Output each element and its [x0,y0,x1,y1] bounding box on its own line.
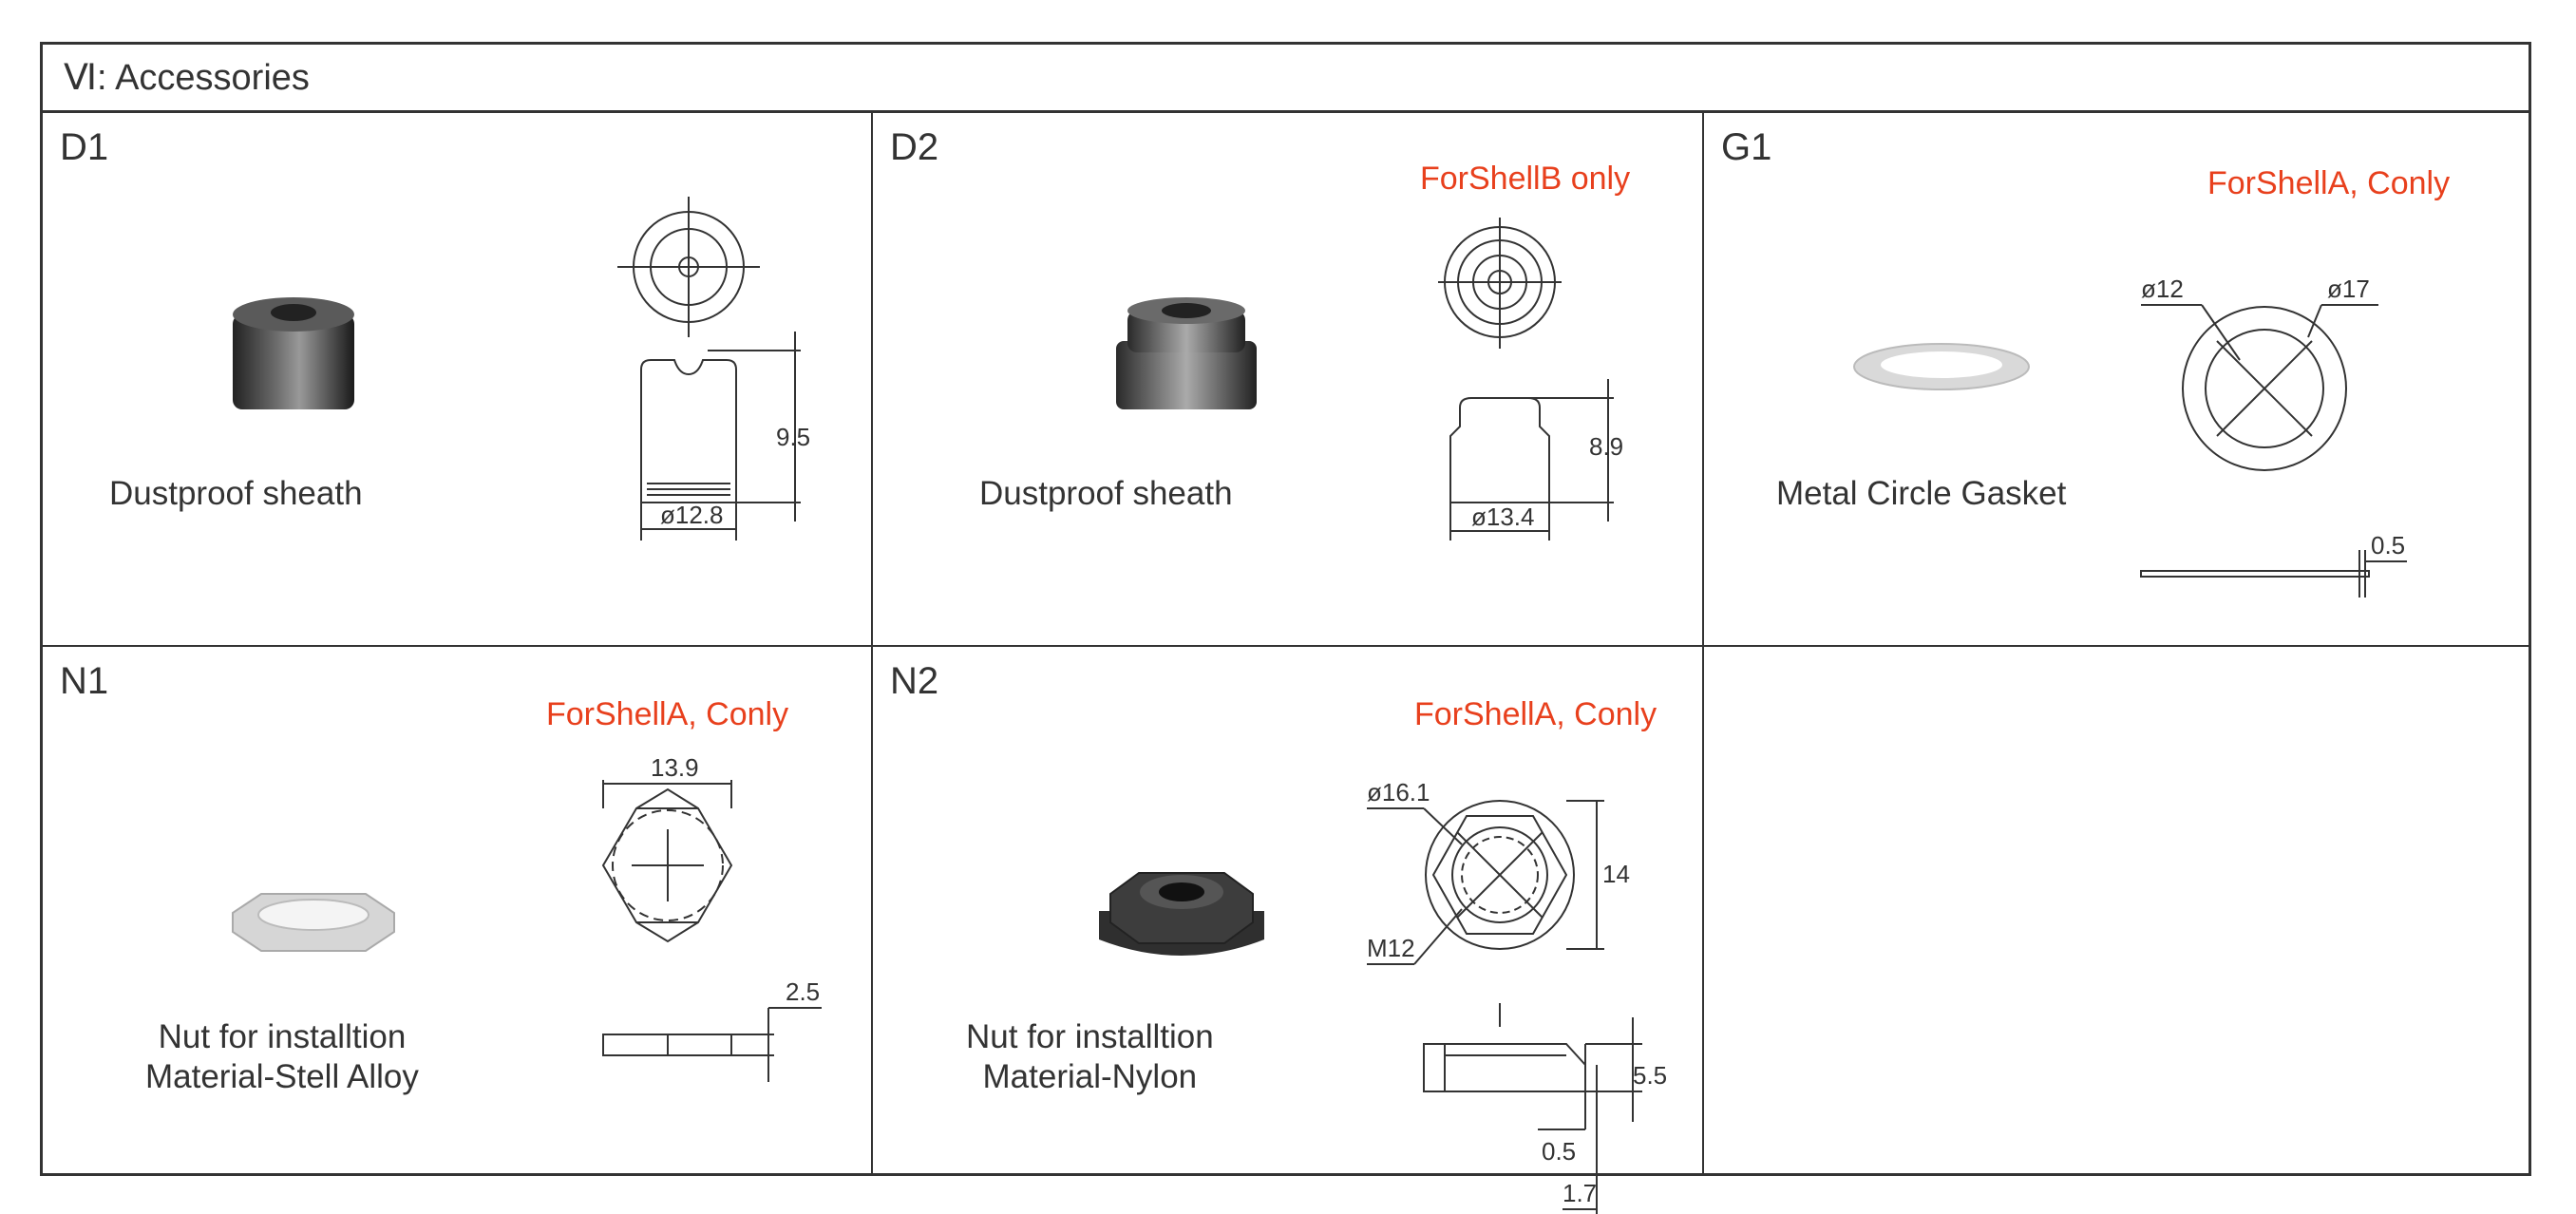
dimension-label: ø12.8 [660,501,724,529]
dimension-label: 0.5 [1542,1137,1576,1166]
item-d1: D1 Dustproof sheath [43,113,871,645]
compatibility-note: ForShellB only [1420,161,1631,197]
gasket-drawing: ø12 ø17 0.5 [2140,275,2407,598]
item-n2: N2 ForShellA, Conly Nut for installtion … [873,647,1702,1214]
empty-cell [1704,647,2534,1177]
dimension-label: 5.5 [1633,1061,1667,1090]
dimension-label: 0.5 [2371,531,2405,560]
accessories-table: Ⅵ: Accessories D1 Dustproof sheath [40,42,2531,1214]
item-name: Dustproof sheath [979,475,1233,512]
dimension-label: 14 [1602,860,1630,888]
item-code: D2 [890,126,939,168]
dust-sheath-photo [1116,297,1257,409]
column-divider [1702,113,1704,1173]
section-title: Ⅵ: Accessories [64,58,310,98]
table-header: Ⅵ: Accessories [43,45,2529,113]
dimension-label: ø12 [2141,275,2184,303]
dimension-label: 2.5 [786,977,820,1006]
nut-drawing: 13.9 2.5 [601,753,822,1082]
item-name: Nut for installtion Material-Stell Alloy [145,1018,419,1095]
item-d2: D2 ForShellB only Dustproof sheath [873,113,1702,645]
accessories-grid: D1 Dustproof sheath [43,113,2529,1214]
gasket-photo [1853,343,2030,390]
dust-sheath-drawing: 8.9 ø13.4 [1438,218,1623,541]
item-code: G1 [1721,126,1772,168]
dimension-label: ø13.4 [1471,503,1535,531]
dimension-label: ø16.1 [1367,778,1430,806]
dimension-label: 13.9 [651,753,699,782]
item-name: Nut for installtion Material-Nylon [966,1018,1214,1095]
row-divider [43,645,2529,647]
dimension-label: 9.5 [776,423,810,451]
compatibility-note: ForShellA, Conly [2207,165,2451,201]
item-code: D1 [60,126,109,168]
item-code: N1 [60,660,109,702]
dust-sheath-drawing: 9.5 ø12.8 [617,197,810,541]
item-name: Metal Circle Gasket [1776,475,2067,512]
nut-photo [232,893,395,952]
dimension-label: 1.7 [1563,1179,1597,1207]
dimension-label: ø17 [2327,275,2370,303]
nylon-nut-drawing: ø16.1 14 M12 5.5 0.5 1.7 [1367,778,1667,1214]
item-code: N2 [890,660,939,702]
dimension-label: 8.9 [1589,432,1623,461]
item-n1: N1 ForShellA, Conly Nut for installtion … [43,647,871,1177]
nylon-nut-photo [1099,872,1264,956]
compatibility-note: ForShellA, Conly [1414,696,1657,732]
dimension-label: M12 [1367,934,1415,962]
item-name: Dustproof sheath [109,475,363,512]
dust-sheath-photo [233,297,354,409]
compatibility-note: ForShellA, Conly [546,696,789,732]
column-divider [871,113,873,1173]
item-g1: G1 ForShellA, Conly Metal Circle Gasket … [1704,113,2534,645]
